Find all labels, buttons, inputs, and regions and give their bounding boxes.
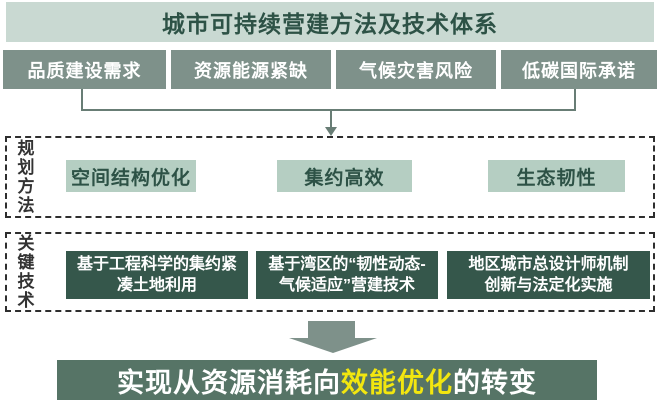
pressure-box-label: 资源能源紧缺 — [194, 60, 308, 81]
key-tech-box-line: 创新与法定化实施 — [484, 277, 613, 294]
conclusion-banner: 实现从资源消耗向效能优化的转变 — [57, 360, 597, 400]
diagram-title-text: 城市可持续营建方法及技术体系 — [162, 11, 498, 37]
planning-methods-side-label: 规划方法 — [17, 139, 35, 215]
key-tech-box-line: 气候适应”营建技术 — [278, 277, 415, 294]
pressure-box-label: 气候灾害风险 — [359, 60, 473, 81]
pressure-box-quality: 品质建设需求 — [3, 50, 166, 89]
big-down-arrow-shaft — [308, 321, 355, 339]
connector-arrow-shaft — [330, 111, 332, 128]
key-tech-box-chief-designer: 地区城市总设计师机制 创新与法定化实施 — [447, 251, 650, 299]
pressure-box-lowcarbon: 低碳国际承诺 — [501, 50, 657, 89]
pressure-box-resources: 资源能源紧缺 — [171, 50, 331, 89]
key-tech-box-line: 凑土地利用 — [116, 277, 197, 294]
connector-horizontal — [81, 109, 576, 111]
diagram-title: 城市可持续营建方法及技术体系 — [6, 2, 654, 42]
pressure-box-climate: 气候灾害风险 — [336, 50, 496, 89]
pressure-box-label: 品质建设需求 — [27, 60, 142, 81]
conclusion-text-suffix: 的转变 — [453, 367, 537, 398]
key-tech-box-line: 基于工程科学的集约紧 — [76, 256, 237, 273]
planning-box-ecological-resilience: 生态韧性 — [488, 160, 625, 192]
key-tech-box-resilience-climate: 基于湾区的“韧性动态- 气候适应”营建技术 — [256, 251, 438, 299]
conclusion-text-prefix: 实现从资源消耗向 — [117, 367, 341, 398]
planning-box-spatial-structure: 空间结构优化 — [66, 160, 196, 192]
connector-vertical-right — [574, 89, 576, 111]
key-tech-box-line: 地区城市总设计师机制 — [468, 256, 629, 273]
key-tech-section: 关键技术 基于工程科学的集约紧 凑土地利用 基于湾区的“韧性动态- 气候适应”营… — [5, 232, 655, 312]
planning-box-intensive-efficient: 集约高效 — [277, 160, 412, 192]
planning-box-label: 空间结构优化 — [70, 167, 191, 189]
big-down-arrow-icon — [289, 338, 377, 353]
planning-box-label: 生态韧性 — [516, 167, 597, 189]
planning-methods-section: 规划方法 空间结构优化 集约高效 生态韧性 — [5, 136, 655, 218]
key-tech-box-line: 基于湾区的“韧性动态- — [268, 256, 426, 273]
key-tech-box-land-use: 基于工程科学的集约紧 凑土地利用 — [66, 251, 248, 299]
key-tech-side-label: 关键技术 — [17, 234, 35, 310]
pressure-box-label: 低碳国际承诺 — [522, 60, 636, 81]
down-arrow-icon — [325, 127, 337, 136]
planning-box-label: 集约高效 — [304, 167, 385, 189]
conclusion-text-highlight: 效能优化 — [341, 367, 453, 398]
connector-vertical-left — [81, 89, 83, 111]
